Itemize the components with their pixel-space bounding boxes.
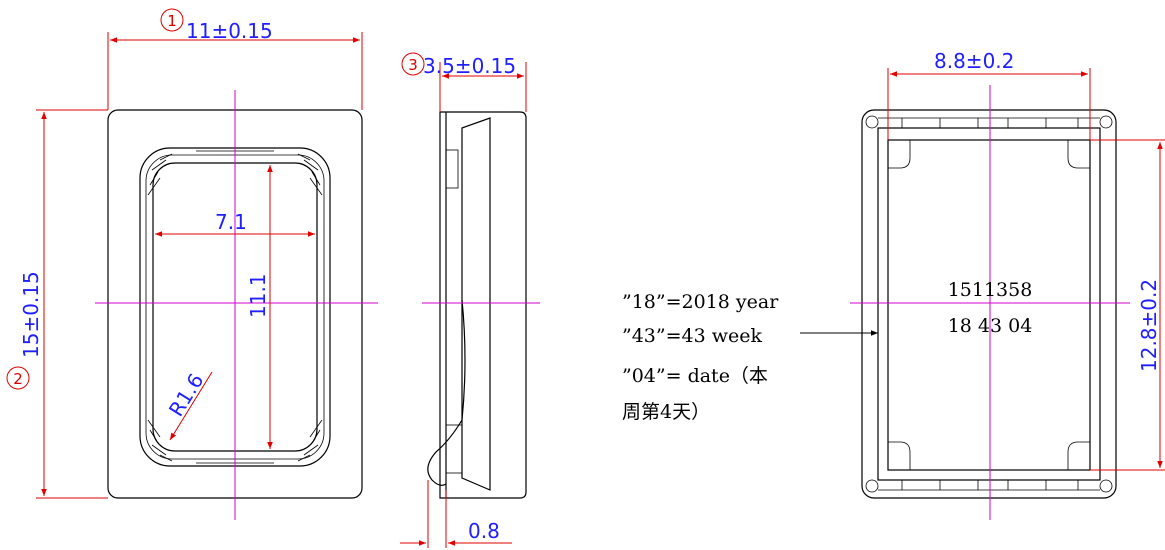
- side-tab-bottom: [445, 424, 463, 474]
- front-view: 1 11±0.15 15±0.15 2 7.1 11.1 R1.6: [6, 8, 378, 520]
- callout-1-circle: [160, 8, 184, 32]
- marking-line-2: 18 43 04: [948, 315, 1033, 337]
- back-top-ribs: [878, 117, 1100, 491]
- callout-2-circle: [6, 366, 30, 390]
- marking-line-1: 1511358: [948, 279, 1033, 301]
- side-outline: [439, 111, 527, 499]
- side-terminal: [427, 299, 466, 486]
- back-corner-pads: [888, 140, 1090, 470]
- side-body: [461, 117, 491, 491]
- window-height-label: 11.1: [246, 273, 270, 318]
- note-line-1: ”18”=2018 year: [622, 291, 779, 313]
- back-frame: [877, 127, 1101, 481]
- back-outline: [861, 109, 1117, 499]
- terminal-label: 0.8: [468, 519, 500, 543]
- back-width-label: 8.8±0.2: [934, 49, 1014, 73]
- height-label: 15±0.15: [19, 271, 43, 358]
- back-corner-holes: [865, 115, 1113, 493]
- callout-2: 2: [13, 370, 23, 388]
- callout-3-circle: [401, 52, 425, 76]
- width-label: 11±0.15: [186, 19, 273, 43]
- back-view: 1511358 18 43 04 8.8±0.2 12.8±0.2: [850, 49, 1165, 520]
- note-line-4: 周第4天）: [622, 401, 710, 423]
- back-plate: [887, 139, 1091, 471]
- note-line-3: ”04”= date（本: [622, 365, 768, 387]
- back-height-label: 12.8±0.2: [1137, 279, 1161, 372]
- thickness-label: 3.5±0.15: [423, 54, 516, 78]
- window-width-label: 7.1: [215, 210, 247, 234]
- radius-leader: [169, 371, 213, 441]
- side-view: 3 3.5±0.15 0.8: [400, 52, 540, 548]
- callout-3: 3: [408, 56, 418, 74]
- callout-1: 1: [167, 12, 177, 30]
- radius-label: R1.6: [164, 369, 209, 420]
- side-tab-top: [445, 149, 459, 189]
- note-line-2: ”43”=43 week: [622, 325, 762, 347]
- date-code-note: ”18”=2018 year ”43”=43 week ”04”= date（本…: [622, 291, 878, 423]
